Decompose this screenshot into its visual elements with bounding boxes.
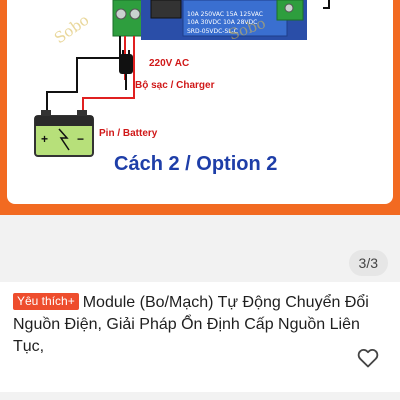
relay-label-1: 10A 250VAC 15A 125VAC [187,11,263,18]
image-counter: 3/3 [348,250,388,276]
product-image-gallery[interactable]: 10A 250VAC 15A 125VAC 10A 30VDC 10A 28VD… [0,0,400,282]
battery-plus: + [41,132,48,146]
wire-top-right [323,0,330,9]
watermark-left: Sobo [51,11,92,48]
favorite-plus-badge: Yêu thích+ [13,293,79,310]
ac-label: 220V AC [149,58,189,69]
product-image-frame: 10A 250VAC 15A 125VAC 10A 30VDC 10A 28VD… [0,0,400,215]
wiring-diagram: 10A 250VAC 15A 125VAC 10A 30VDC 10A 28VD… [34,0,330,175]
wire-black [46,36,121,112]
section-divider [0,392,400,400]
option-title: Cách 2 / Option 2 [114,153,277,175]
wire-red [82,36,135,112]
battery-icon [34,110,94,157]
product-title-text: Module (Bo/Mạch) Tự Động Chuyển Đổi Nguồ… [13,294,369,355]
charger-icon [119,50,133,90]
heart-icon[interactable] [356,346,380,370]
battery-label: Pin / Battery [99,128,158,139]
relay-component [182,0,288,37]
relay-model: SRD-05VDC-SL-C [187,28,238,35]
product-title: Yêu thích+Module (Bo/Mạch) Tự Động Chuyể… [13,292,393,358]
product-info: Yêu thích+Module (Bo/Mạch) Tự Động Chuyể… [0,282,400,400]
product-image[interactable]: 10A 250VAC 15A 125VAC 10A 30VDC 10A 28VD… [7,0,393,204]
charger-label: Bộ sạc / Charger [135,80,215,91]
battery-minus: − [77,132,84,146]
relay-label-2: 10A 30VDC 10A 28VDC [187,19,257,26]
